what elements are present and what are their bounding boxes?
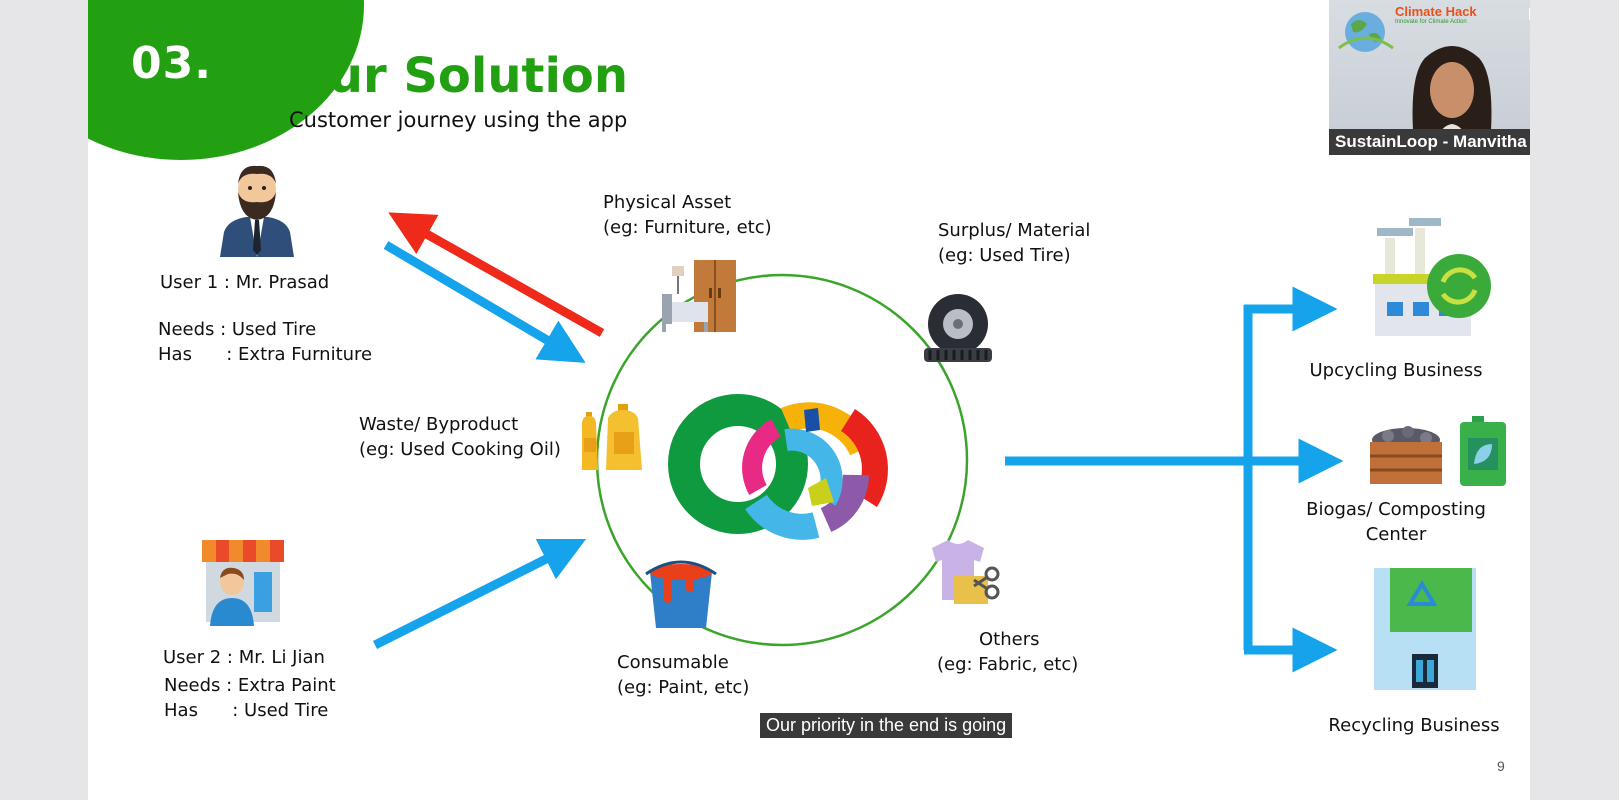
waste-title: Waste/ Byproduct <box>359 414 519 435</box>
furniture-icon <box>662 260 736 332</box>
flow-arrows <box>372 212 1344 673</box>
sponsor-logos-icon <box>1529 8 1530 20</box>
slide: 03. Our Solution Customer journey using … <box>88 0 1530 800</box>
consumable-title: Consumable <box>617 652 729 673</box>
user1-name: User 1 : Mr. Prasad <box>160 272 330 293</box>
user2-shop-icon <box>202 540 284 626</box>
slide-number: 03. <box>131 38 212 89</box>
tire-icon <box>924 294 992 362</box>
recycling-label: Recycling Business <box>1328 715 1500 736</box>
live-caption: Our priority in the end is going <box>760 713 1013 738</box>
event-tagline: Innovate for Climate Action <box>1395 19 1467 25</box>
physical-asset-example: (eg: Furniture, etc) <box>603 217 772 238</box>
arrow-red-to-user1 <box>388 212 605 337</box>
paint-bucket-icon <box>645 560 717 628</box>
user1-avatar-icon <box>220 165 294 257</box>
biogas-label-line1: Biogas/ Composting <box>1306 499 1486 520</box>
event-title: Climate Hack <box>1395 4 1477 19</box>
upcycling-factory-icon <box>1373 218 1491 336</box>
biogas-label-line2: Center <box>1365 524 1427 545</box>
user1-needs: Needs : Used Tire <box>158 319 317 340</box>
others-example: (eg: Fabric, etc) <box>937 654 1079 675</box>
biogas-compost-icon <box>1370 416 1506 486</box>
upcycling-label: Upcycling Business <box>1309 360 1483 381</box>
circular-logo-icon <box>668 394 888 540</box>
slide-title: Our Solution <box>288 48 629 104</box>
participant-video-tile[interactable]: Climate Hack Innovate for Climate Action… <box>1329 0 1530 155</box>
waste-example: (eg: Used Cooking Oil) <box>359 439 561 460</box>
user2-name: User 2 : Mr. Li Jian <box>163 647 325 668</box>
physical-asset-title: Physical Asset <box>603 192 732 213</box>
surplus-title: Surplus/ Material <box>938 220 1091 241</box>
surplus-example: (eg: Used Tire) <box>938 245 1071 266</box>
participant-name: SustainLoop - Manvitha ... <box>1329 129 1530 155</box>
user1-has: Has : Extra Furniture <box>158 344 373 365</box>
others-title: Others <box>979 629 1040 650</box>
user2-has: Has : Used Tire <box>164 700 329 721</box>
oil-bottles-icon <box>582 404 642 470</box>
slide-subtitle: Customer journey using the app <box>289 108 628 132</box>
arrow-blue-from-user1 <box>383 241 586 363</box>
consumable-example: (eg: Paint, etc) <box>617 677 750 698</box>
arrow-blue-from-user2 <box>372 538 587 650</box>
page-number: 9 <box>1497 758 1505 774</box>
user2-needs: Needs : Extra Paint <box>164 675 336 696</box>
fabric-scissors-icon <box>932 540 1000 604</box>
recycling-building-icon <box>1374 568 1476 690</box>
globe-logo-icon <box>1338 12 1394 52</box>
